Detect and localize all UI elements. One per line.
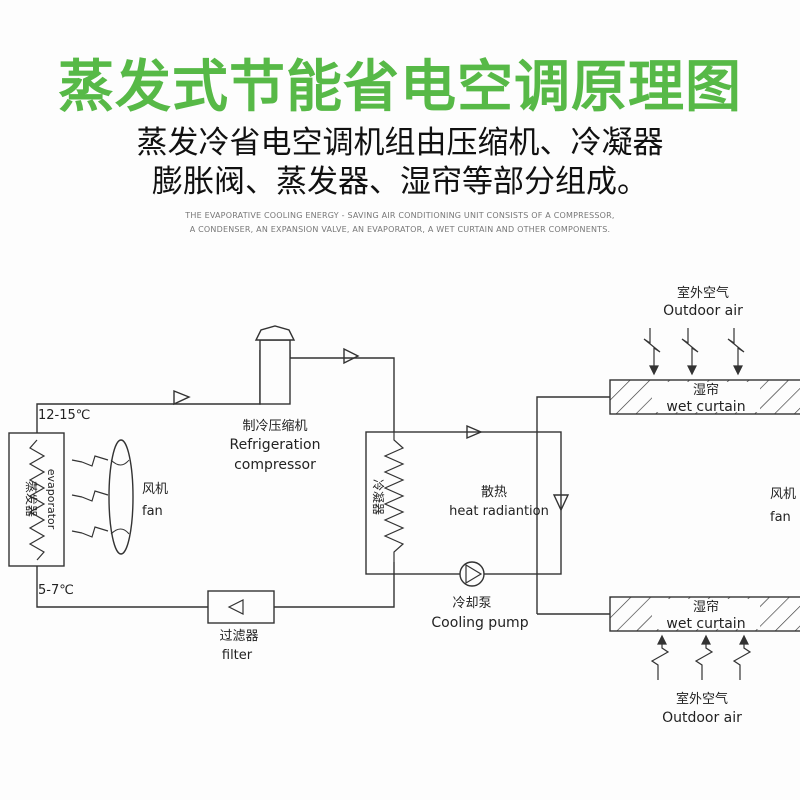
subtitle: 蒸发冷省电空调机组由压缩机、冷凝器 膨胀阀、蒸发器、湿帘等部分组成。 (0, 124, 800, 202)
evaporator: 蒸发器 evaporator (8, 432, 65, 567)
wet-curtain-top-cn: 湿帘 (693, 382, 719, 398)
english-description: THE EVAPORATIVE COOLING ENERGY - SAVING … (0, 209, 800, 237)
temp-low-label: 5-7℃ (38, 583, 74, 598)
pipe-to-wet-curtain-top (536, 396, 610, 614)
airflow-arrows-top (643, 328, 745, 376)
heat-label-en: heat radiantion (449, 504, 549, 519)
flow-arrow (173, 389, 191, 406)
english-line-2: A CONDENSER, AN EXPANSION VALVE, AN EVAP… (189, 225, 611, 234)
fan-right-label-cn: 风机 (770, 487, 796, 502)
pipe-condenser-to-filter (274, 562, 395, 608)
filter-label-cn: 过滤器 (219, 629, 258, 644)
outdoor-bottom-en: Outdoor air (662, 710, 742, 726)
flow-arrows (173, 347, 570, 512)
wet-curtain-bottom-cn: 湿帘 (693, 599, 719, 615)
wet-curtain-top: 湿帘 wet curtain (609, 379, 800, 415)
fan-right-label-en: fan (770, 510, 791, 525)
filter-label-en: filter (222, 648, 253, 663)
filter: 过滤器 filter (207, 590, 275, 663)
fan-left-label-en: fan (142, 504, 163, 519)
flow-arrow (552, 494, 570, 512)
heat-label-cn: 散热 (481, 485, 507, 500)
temp-high-label: 12-15℃ (38, 408, 90, 423)
page-title: 蒸发式节能省电空调原理图 (58, 55, 742, 120)
pump-label-en: Cooling pump (431, 615, 528, 631)
cooling-water-loop (365, 431, 562, 575)
condenser-label-cn: 冷凝器 (371, 479, 386, 515)
subtitle-line-2: 膨胀阀、蒸发器、湿帘等部分组成。 (152, 164, 648, 200)
compressor-label-en1: Refrigeration (230, 437, 321, 453)
outdoor-top-en: Outdoor air (663, 303, 743, 319)
wet-curtain-bottom-en: wet curtain (666, 616, 745, 632)
airflow-arrows-bottom (650, 634, 752, 680)
cooling-pump: 冷却泵 Cooling pump (431, 561, 529, 631)
pipes (36, 350, 610, 615)
outdoor-top-cn: 室外空气 (677, 285, 729, 301)
compressor-label-en2: compressor (234, 457, 316, 473)
outdoor-bottom-cn: 室外空气 (676, 691, 728, 707)
compressor-label-cn: 制冷压缩机 (242, 418, 307, 434)
wet-curtain-bottom: 湿帘 wet curtain (609, 596, 800, 632)
pipe-filter-to-evaporator (36, 566, 208, 608)
flow-arrow (343, 347, 360, 365)
wet-curtain-top-en: wet curtain (666, 399, 745, 415)
english-line-1: THE EVAPORATIVE COOLING ENERGY - SAVING … (185, 211, 615, 220)
evaporator-label-en: evaporator (45, 469, 58, 530)
subtitle-line-1: 蒸发冷省电空调机组由压缩机、冷凝器 (136, 125, 664, 161)
fan-left: 风机 fan (108, 439, 168, 555)
compressor: 制冷压缩机 Refrigeration compressor (230, 325, 321, 473)
pump-label-cn: 冷却泵 (452, 596, 491, 611)
evaporator-label-cn: 蒸发器 (24, 481, 39, 517)
fan-left-label-cn: 风机 (142, 482, 168, 497)
flow-arrow (466, 424, 483, 440)
condenser: 冷凝器 (371, 432, 405, 562)
airflow-arrows-evaporator (71, 455, 109, 538)
